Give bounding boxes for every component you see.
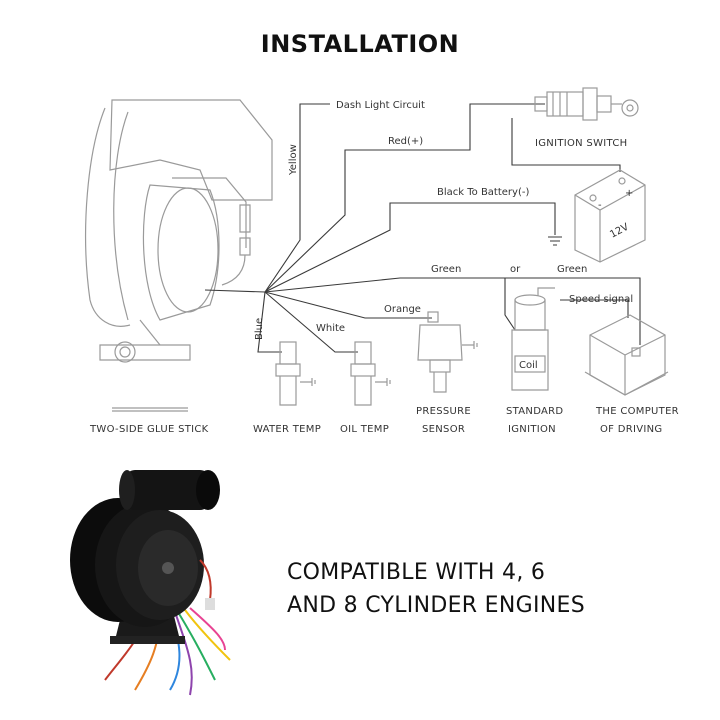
gauge-product-photo <box>70 470 231 696</box>
wire-harness <box>204 103 641 353</box>
white-wire-label: White <box>316 323 345 334</box>
water-temp-caption: WATER TEMP <box>253 424 321 435</box>
green-wire-label: Green <box>431 264 461 275</box>
driving-computer <box>584 314 669 396</box>
or-label: or <box>510 264 521 275</box>
battery-minus-label: - <box>598 200 602 211</box>
pressure-sensor <box>417 311 478 393</box>
coil-label: Coil <box>519 360 538 371</box>
compatibility-line-1: COMPATIBLE WITH 4, 6 <box>287 560 546 585</box>
pressure-sensor-caption-1: PRESSURE <box>416 406 471 417</box>
battery-plus-label: + <box>625 188 633 199</box>
gauge-outline-drawing <box>85 99 273 412</box>
computer-caption-2: OF DRIVING <box>600 424 662 435</box>
green-wire-label-2: Green <box>557 264 587 275</box>
battery-voltage-label: 12V <box>608 222 631 241</box>
compatibility-line-2: AND 8 CYLINDER ENGINES <box>287 593 585 618</box>
glue-stick-caption: TWO-SIDE GLUE STICK <box>89 424 209 435</box>
pressure-sensor-caption-2: SENSOR <box>422 424 465 435</box>
red-wire-label: Red(+) <box>388 136 423 147</box>
oil-temp-sensor <box>350 341 391 406</box>
standard-ignition-caption-1: STANDARD <box>506 406 563 417</box>
speed-signal-label: Speed signal <box>569 294 633 305</box>
computer-caption-1: THE COMPUTER <box>595 406 679 417</box>
ignition-switch <box>534 87 639 121</box>
ignition-switch-label: IGNITION SWITCH <box>535 138 627 149</box>
page-title: INSTALLATION <box>260 30 460 58</box>
orange-wire-label: Orange <box>384 304 421 315</box>
water-temp-sensor <box>275 341 316 406</box>
blue-wire-label: Blue <box>254 318 265 340</box>
ignition-coil <box>511 287 555 391</box>
standard-ignition-caption-2: IGNITION <box>508 424 556 435</box>
oil-temp-caption: OIL TEMP <box>340 424 389 435</box>
dash-light-label: Dash Light Circuit <box>336 100 425 111</box>
compatibility-text: COMPATIBLE WITH 4, 6 AND 8 CYLINDER ENGI… <box>287 556 707 622</box>
black-wire-label: Black To Battery(-) <box>437 187 529 198</box>
battery <box>574 169 646 263</box>
yellow-wire-label: Yellow <box>288 144 299 176</box>
